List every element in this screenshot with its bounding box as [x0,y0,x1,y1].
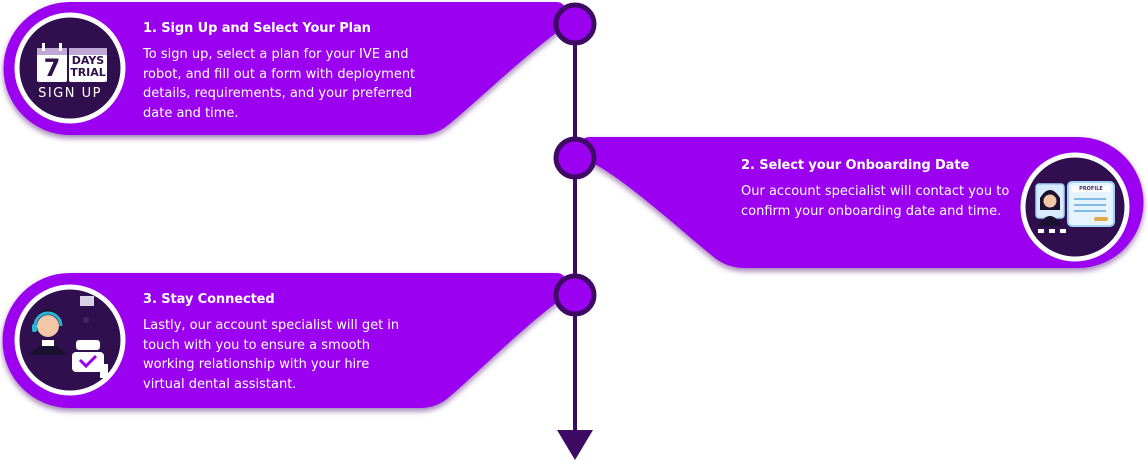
step-1-body: To sign up, select a plan for your IVE a… [143,47,416,121]
timeline-node-2 [553,136,597,180]
step-3-text: 3. Stay Connected Lastly, our account sp… [143,292,443,394]
step-1-text: 1. Sign Up and Select Your Plan To sign … [143,21,443,123]
step-3-card [2,273,566,408]
step-3-body: Lastly, our account specialist will get … [143,318,400,392]
step-2-card [580,137,1144,268]
profile-label: PROFILE [1079,186,1103,192]
step-3-title: 3. Stay Connected [143,292,275,307]
step-2-body: Our account specialist will contact you … [741,184,1010,219]
step-2-text: 2. Select your Onboarding Date Our accou… [741,158,1041,221]
profile-specialist-icon [1035,181,1115,233]
timeline-node-1 [553,2,597,46]
trial-badge-trial: TRIAL [70,66,106,79]
timeline-arrow [557,430,593,460]
step-1-title: 1. Sign Up and Select Your Plan [143,21,371,36]
trial-badge-days: DAYS [71,54,105,67]
timeline-node-3 [553,273,597,317]
step-2-title: 2. Select your Onboarding Date [741,158,970,173]
step-1-card [3,2,567,135]
trial-badge-number: 7 [43,54,61,82]
sign-up-caption: SIGN UP [38,86,102,101]
calendar-trial-icon [37,43,107,82]
support-robot-icon [30,296,108,378]
